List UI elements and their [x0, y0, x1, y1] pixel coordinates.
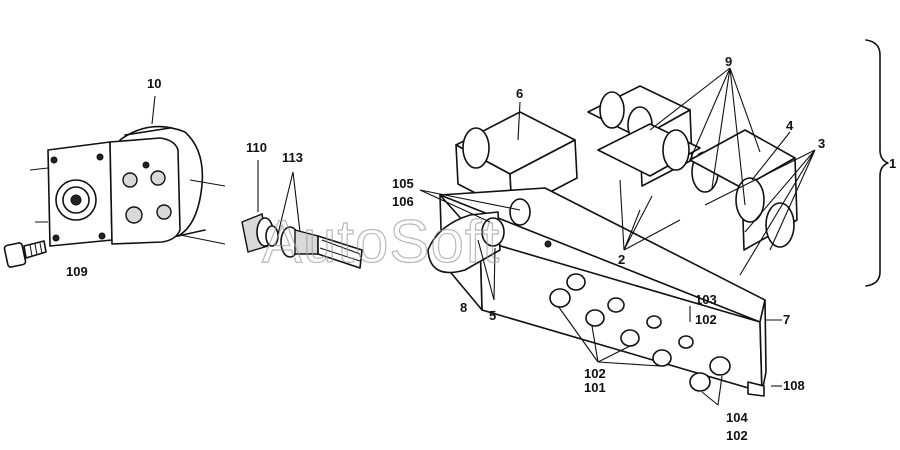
label-8: 8	[460, 300, 467, 315]
label-113: 113	[282, 150, 303, 165]
label-102-block: 102	[584, 366, 606, 381]
label-10: 10	[147, 76, 161, 91]
valve-block-assembly	[427, 85, 798, 397]
label-108: 108	[783, 378, 805, 393]
hose-fitting-113	[280, 226, 363, 269]
label-5: 5	[489, 308, 496, 323]
label-110: 110	[246, 140, 267, 155]
label-7: 7	[783, 312, 790, 327]
label-103: 103	[695, 292, 717, 307]
group-bracket	[865, 39, 889, 287]
label-6: 6	[516, 86, 523, 101]
label-3: 3	[818, 136, 825, 151]
label-102-right: 102	[695, 312, 717, 327]
label-101: 101	[584, 380, 606, 395]
label-106: 106	[392, 194, 414, 209]
label-4: 4	[786, 118, 794, 133]
label-1: 1	[889, 156, 896, 171]
label-102-bottom: 102	[726, 428, 748, 443]
label-105: 105	[392, 176, 414, 191]
watermark: AutoSoft	[262, 208, 500, 275]
fitting-110	[241, 213, 279, 253]
label-109: 109	[66, 264, 88, 279]
steering-unit	[29, 125, 226, 247]
bolt-109	[3, 240, 47, 268]
label-9: 9	[725, 54, 732, 69]
leader-lines	[151, 67, 816, 406]
label-2: 2	[618, 252, 625, 267]
label-104: 104	[726, 410, 748, 425]
